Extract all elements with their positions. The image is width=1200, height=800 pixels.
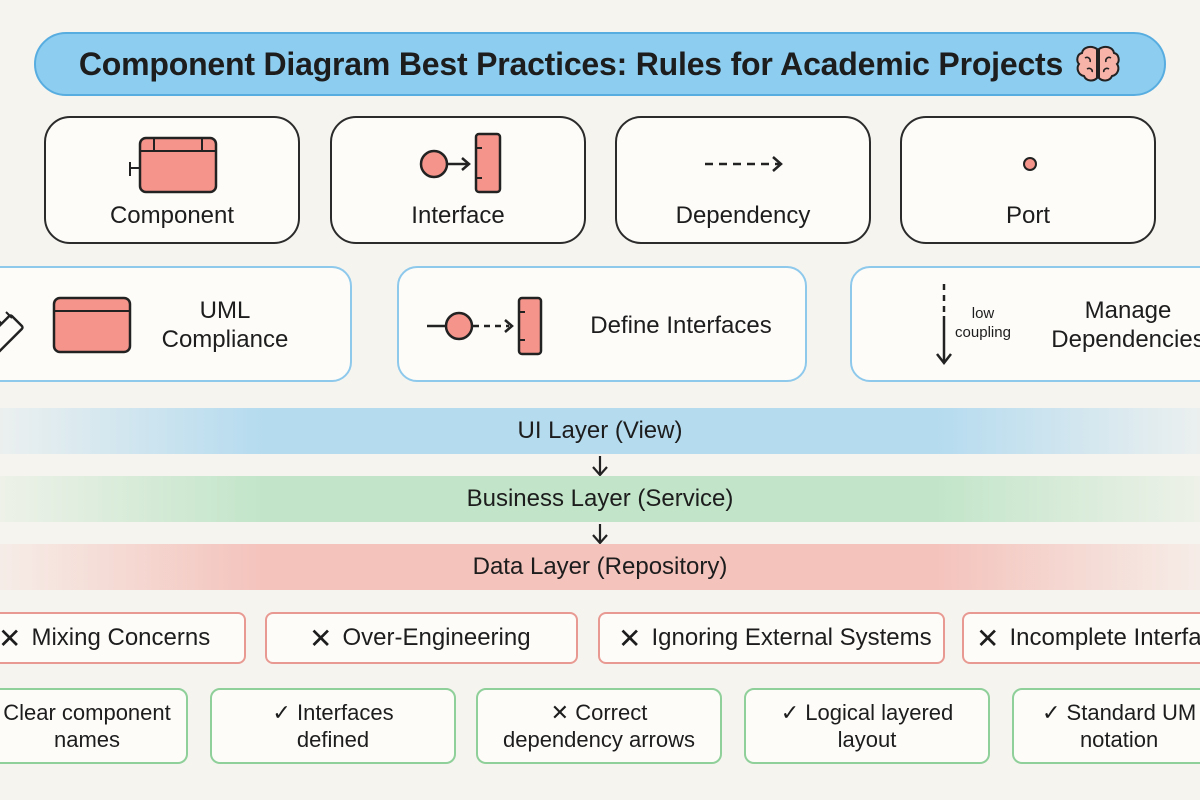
check-line2: names [53, 727, 121, 752]
check-clear-component-names: Clear component names [0, 688, 188, 764]
component-icon [129, 136, 218, 194]
low-coupling-arrow [936, 284, 952, 366]
port-notation-card: Port [900, 116, 1156, 244]
cross-icon: ✕ [0, 622, 22, 654]
brain-icon [1076, 45, 1120, 82]
cross-icon: ✕ [309, 622, 333, 654]
uml-line2: Compliance [161, 326, 289, 353]
check-interfaces-defined: ✓ Interfaces defined [210, 688, 456, 764]
deps-line1: Manage [1084, 297, 1172, 324]
deps-line2: Dependencies [1051, 326, 1200, 353]
check-standard-uml-notation: ✓ Standard UM notation [1012, 688, 1200, 764]
dependency-notation-card: Dependency [615, 116, 871, 244]
layer-arrow-icon [592, 524, 608, 545]
cross-icon: ✕ [618, 622, 642, 654]
interface-label: Interface [411, 202, 505, 229]
check-layered-layout: ✓ Logical layered layout [744, 688, 990, 764]
title-banner: Component Diagram Best Practices: Rules … [34, 32, 1166, 96]
note-line1: low [971, 305, 995, 322]
uml-compliance-card: UML Compliance [0, 266, 352, 382]
check-dependency-arrows: ✕ Correct dependency arrows [476, 688, 722, 764]
dependency-label: Dependency [675, 202, 811, 229]
component-label: Component [109, 202, 235, 229]
layer-arrow-icon [592, 456, 608, 477]
component-notation-card: Component [44, 116, 300, 244]
pitfall-label: Over-Engineering [342, 624, 531, 651]
define-interfaces-title: Define Interfaces [590, 312, 772, 339]
note-line2: coupling [955, 324, 1011, 341]
define-interfaces-card: Define Interfaces [397, 266, 807, 382]
check-line2: notation [1079, 727, 1159, 752]
dependency-arrow-icon [705, 156, 783, 172]
page-title: Component Diagram Best Practices: Rules … [78, 45, 1064, 82]
manage-dependencies-card: low coupling Manage Dependencies [850, 266, 1200, 382]
ui-layer: UI Layer (View) [0, 408, 1200, 454]
uml-compliance-graphics [0, 296, 132, 372]
pitfall-over-engineering: ✕ Over-Engineering [265, 612, 578, 664]
check-line1: ✓ Logical layered [780, 700, 954, 725]
component-box-icon [52, 296, 132, 354]
pitfall-mixing-concerns: ✕ Mixing Concerns [0, 612, 246, 664]
down-arrow-icon [852, 268, 912, 384]
check-line2: dependency arrows [502, 727, 695, 752]
pitfall-ignoring-external-systems: ✕ Ignoring External Systems [598, 612, 945, 664]
pitfall-label: Mixing Concerns [31, 624, 211, 651]
data-layer: Data Layer (Repository) [0, 544, 1200, 590]
interface-icon [419, 132, 502, 194]
uml-line1: UML [199, 297, 251, 324]
interface-connection-icon [427, 296, 543, 356]
check-line2: defined [296, 727, 370, 752]
uml-compliance-title: UML Compliance [140, 296, 310, 354]
pitfall-label: Ignoring External Systems [651, 624, 932, 651]
check-line2: layout [837, 727, 897, 752]
check-line1: Clear component [3, 700, 171, 725]
port-label: Port [1005, 202, 1050, 229]
check-line1: ✕ Correct [550, 700, 648, 725]
check-line1: ✓ Interfaces [272, 700, 394, 725]
business-layer: Business Layer (Service) [0, 476, 1200, 522]
ruler-icon [0, 311, 24, 372]
interface-notation-card: Interface [330, 116, 586, 244]
check-line1: ✓ Standard UM [1042, 700, 1197, 725]
pitfall-label: Incomplete Interfa [1009, 624, 1200, 651]
pitfall-incomplete-interfaces: ✕ Incomplete Interfa [962, 612, 1200, 664]
low-coupling-note: low coupling [948, 304, 1018, 342]
port-icon [1023, 157, 1037, 171]
cross-icon: ✕ [976, 622, 1000, 654]
manage-dependencies-title: Manage Dependencies [1028, 296, 1200, 354]
